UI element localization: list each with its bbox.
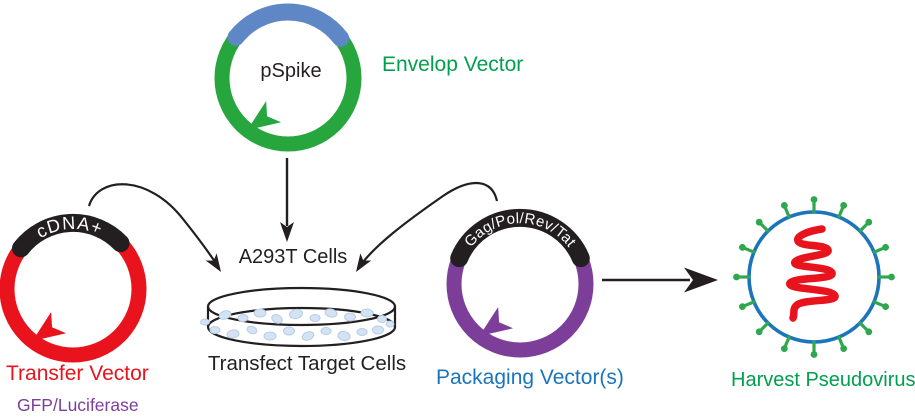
- gag-pol-rev-tat-insert-label: Gag/Pol/Rev/Tat: [461, 210, 580, 251]
- cell-blob: [377, 315, 387, 323]
- cell-blob: [309, 314, 321, 322]
- packaging-vector-label: Packaging Vector(s): [436, 366, 624, 389]
- harvest-pseudovirus-label: Harvest Pseudovirus: [731, 369, 915, 391]
- pspike-label: pSpike: [260, 60, 322, 82]
- transfer-plasmid: cDNA+: [0, 213, 147, 363]
- cell-blob: [337, 330, 351, 342]
- cell-blob: [289, 308, 303, 320]
- cell-blob: [283, 326, 295, 336]
- cell-blob: [200, 318, 210, 326]
- cell-blob: [271, 314, 283, 324]
- arrowhead-to-harvest-icon: [684, 267, 718, 293]
- cdna-insert-label: cDNA+: [33, 213, 106, 242]
- cell-blob: [263, 331, 277, 341]
- cell-blob: [320, 327, 332, 335]
- cell-blobs: [200, 308, 395, 342]
- envelop-vector-label: Envelop Vector: [382, 53, 524, 76]
- petri-dish-top-rim: [206, 286, 397, 327]
- cell-blob: [246, 325, 258, 335]
- cell-blob: [385, 320, 395, 328]
- packaging-plasmid: Gag/Pol/Rev/Tat: [446, 208, 594, 358]
- cell-blob: [301, 331, 315, 341]
- cell-blob: [226, 329, 240, 339]
- virus-spike-icon: [855, 215, 876, 236]
- petri-dish: [200, 286, 397, 348]
- virus-spike-icon: [752, 318, 773, 339]
- cell-blob: [253, 308, 267, 318]
- virus-rna-squiggle: [786, 225, 839, 322]
- cell-blob: [218, 310, 232, 320]
- envelope-plasmid: [214, 3, 362, 152]
- cell-blob: [237, 314, 249, 322]
- virus-spike-icon: [752, 215, 773, 236]
- virus-spike-icon: [855, 318, 876, 339]
- envelope-plasmid-arrowhead-icon: [247, 100, 282, 130]
- transfer-plasmid-arrowhead-icon: [32, 311, 67, 341]
- transfect-target-cells-label: Transfect Target Cells: [207, 352, 407, 375]
- pseudovirus-particle: [731, 194, 897, 360]
- cell-blob: [356, 328, 368, 336]
- gfp-luciferase-label: GFP/Luciferase: [17, 395, 139, 415]
- a293t-cells-label: A293T Cells: [238, 246, 348, 268]
- cell-blob: [324, 308, 338, 318]
- spike-gene-insert-arc: [227, 3, 350, 47]
- transfer-vector-label: Transfer Vector: [6, 362, 149, 385]
- packaging-plasmid-arrowhead-icon: [479, 306, 514, 336]
- cell-blob: [344, 312, 356, 322]
- cell-blob: [209, 326, 221, 334]
- cell-blob: [372, 325, 384, 335]
- cell-blob: [360, 308, 374, 318]
- arrowhead-envelope-to-cells-icon: [280, 222, 294, 242]
